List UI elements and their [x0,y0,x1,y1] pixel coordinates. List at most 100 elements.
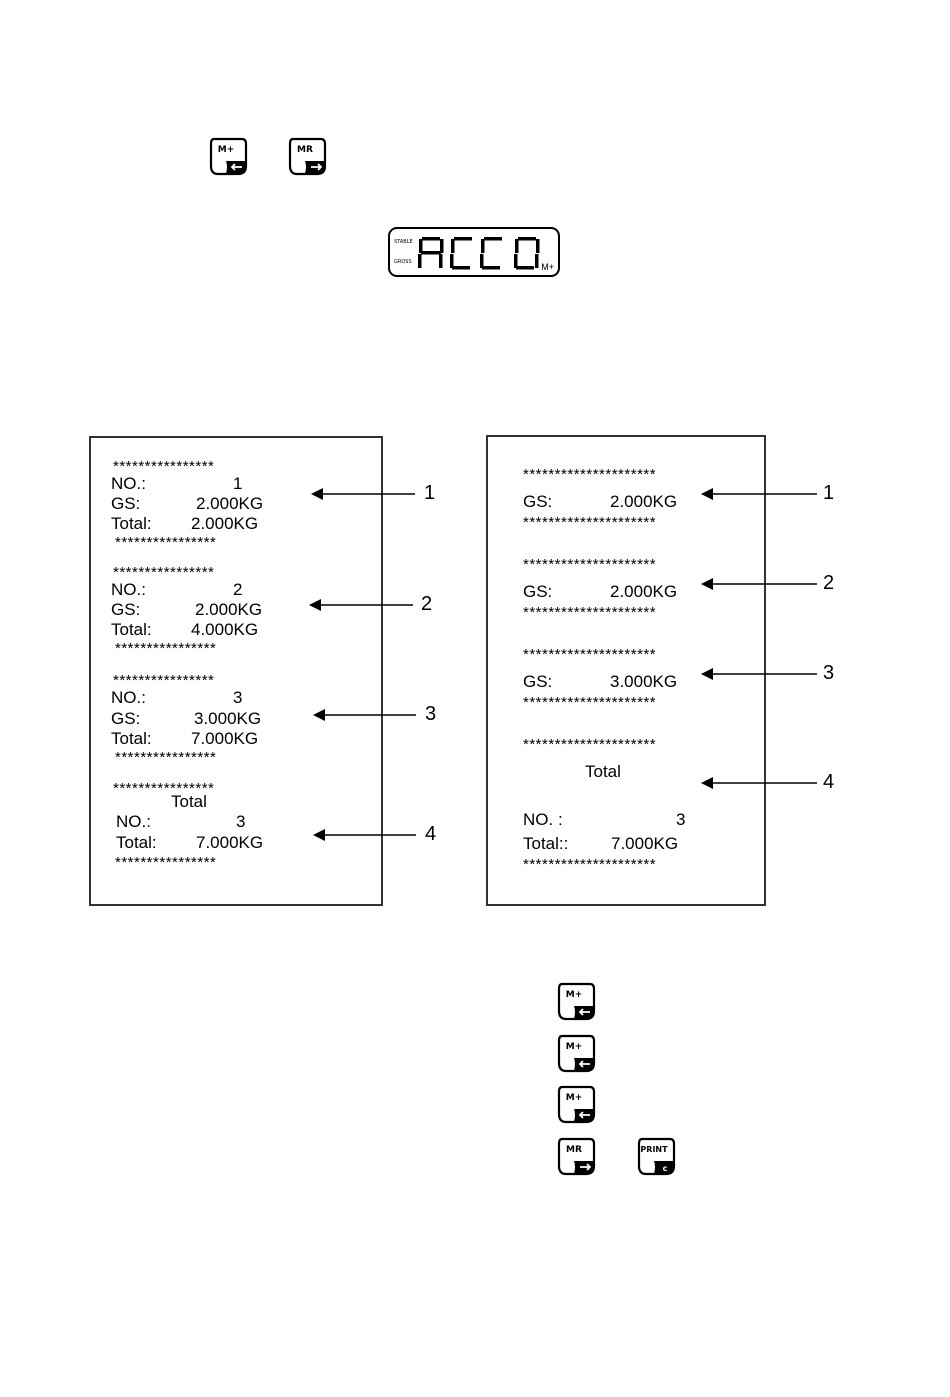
arrow-left-icon [701,668,817,680]
key-shape-icon [288,137,327,176]
total-value: 7.000KG [191,729,259,748]
receipt-right: ********************* GS: 2.000KG ******… [486,435,766,906]
gs-value: 2.000KG [196,494,264,513]
key-label: PRINT [640,1145,668,1154]
arrow-left-icon [230,163,242,171]
total-value: 4.000KG [191,620,259,639]
gs-value: 2.000KG [610,582,678,601]
m-plus-key[interactable]: M+ [208,136,248,176]
no-label: NO.: [111,688,146,707]
star-separator: **************** [115,534,217,551]
no-value: 3 [676,810,686,829]
callout-number: 1 [424,482,436,504]
gs-label: GS: [111,709,141,728]
arrow-left-icon [701,578,817,590]
arrow-left-icon [578,1060,590,1068]
key-label: M+ [565,990,583,1000]
arrow-left-icon [701,777,817,789]
arrow-right-icon [311,163,323,171]
seven-segment-readout [418,237,540,270]
gs-value: 3.000KG [610,672,678,691]
star-separator: **************** [113,458,215,475]
star-separator: **************** [115,749,217,766]
stable-indicator: STABLE [394,239,413,245]
gs-label: GS: [523,672,553,691]
total-value: 2.000KG [191,514,259,533]
arrow-right-icon [580,1163,592,1171]
star-separator: ********************* [523,856,657,873]
arrow-left-icon [701,488,817,500]
m-plus-indicator: M+ [541,262,554,272]
gross-indicator: GROSS [394,259,412,265]
arrow-left-icon [313,709,416,721]
m-plus-key[interactable]: M+ [556,981,596,1021]
mr-key[interactable]: MR [287,136,327,176]
arrow-left-icon [578,1111,590,1119]
gs-value: 2.000KG [610,492,678,511]
no-value: 3 [236,812,246,831]
star-separator: **************** [113,780,215,797]
callout-number: 3 [425,703,437,725]
total-value: 7.000KG [196,833,264,852]
star-separator: ********************* [523,556,657,573]
no-label: NO. : [523,810,563,829]
key-label: MR [566,1145,582,1155]
summary-heading: Total [171,792,207,811]
m-plus-key[interactable]: M+ [556,1033,596,1073]
arrow-left-icon [313,829,416,841]
key-label: M+ [565,1042,583,1052]
total-value: 7.000KG [611,834,679,853]
no-label: NO.: [111,474,146,493]
key-shape-icon: c [637,1137,676,1176]
total-label: Total: [111,620,152,639]
no-value: 1 [233,474,243,493]
mr-key[interactable]: MR [556,1136,596,1176]
key-label: M+ [217,145,235,155]
gs-label: GS: [111,494,141,513]
gs-label: GS: [523,492,553,511]
no-value: 2 [233,580,243,599]
m-plus-key[interactable]: M+ [556,1084,596,1124]
gs-label: GS: [111,600,141,619]
key-label: M+ [565,1093,583,1103]
arrow-left-icon [311,488,415,500]
total-label: Total: [111,514,152,533]
key-label: MR [297,145,313,155]
key-shape-icon [209,137,248,176]
total-label: Total:: [523,834,569,853]
callout-number: 4 [823,771,835,793]
print-key[interactable]: c PRINT [636,1136,676,1176]
key-shape-icon [557,1137,596,1176]
gs-label: GS: [523,582,553,601]
no-label: NO.: [116,812,151,831]
summary-heading: Total [585,762,621,781]
arrow-left-icon [309,599,413,611]
no-value: 3 [233,688,243,707]
callout-number: 4 [425,823,437,845]
no-label: NO.: [111,580,146,599]
callout-number: 1 [823,482,835,504]
star-separator: **************** [113,672,215,689]
total-label: Total: [116,833,157,852]
star-separator: ********************* [523,736,657,753]
receipt-left: **************** NO.: 1 GS: 2.000KG Tota… [89,436,383,906]
star-separator: ********************* [523,646,657,663]
callout-number: 2 [823,572,835,594]
callout-number: 2 [421,593,433,615]
key-shape-icon [557,1085,596,1124]
arrow-left-icon [578,1008,590,1016]
gs-value: 3.000KG [194,709,262,728]
callout-number: 3 [823,662,835,684]
star-separator: ********************* [523,694,657,711]
star-separator: **************** [115,854,217,871]
lcd-display: STABLE GROSS [388,227,560,277]
star-separator: **************** [115,640,217,657]
star-separator: ********************* [523,604,657,621]
star-separator: **************** [113,564,215,581]
star-separator: ********************* [523,466,657,483]
total-label: Total: [111,729,152,748]
clear-c-icon: c [663,1164,668,1173]
key-shape-icon [557,982,596,1021]
star-separator: ********************* [523,514,657,531]
key-shape-icon [557,1034,596,1073]
